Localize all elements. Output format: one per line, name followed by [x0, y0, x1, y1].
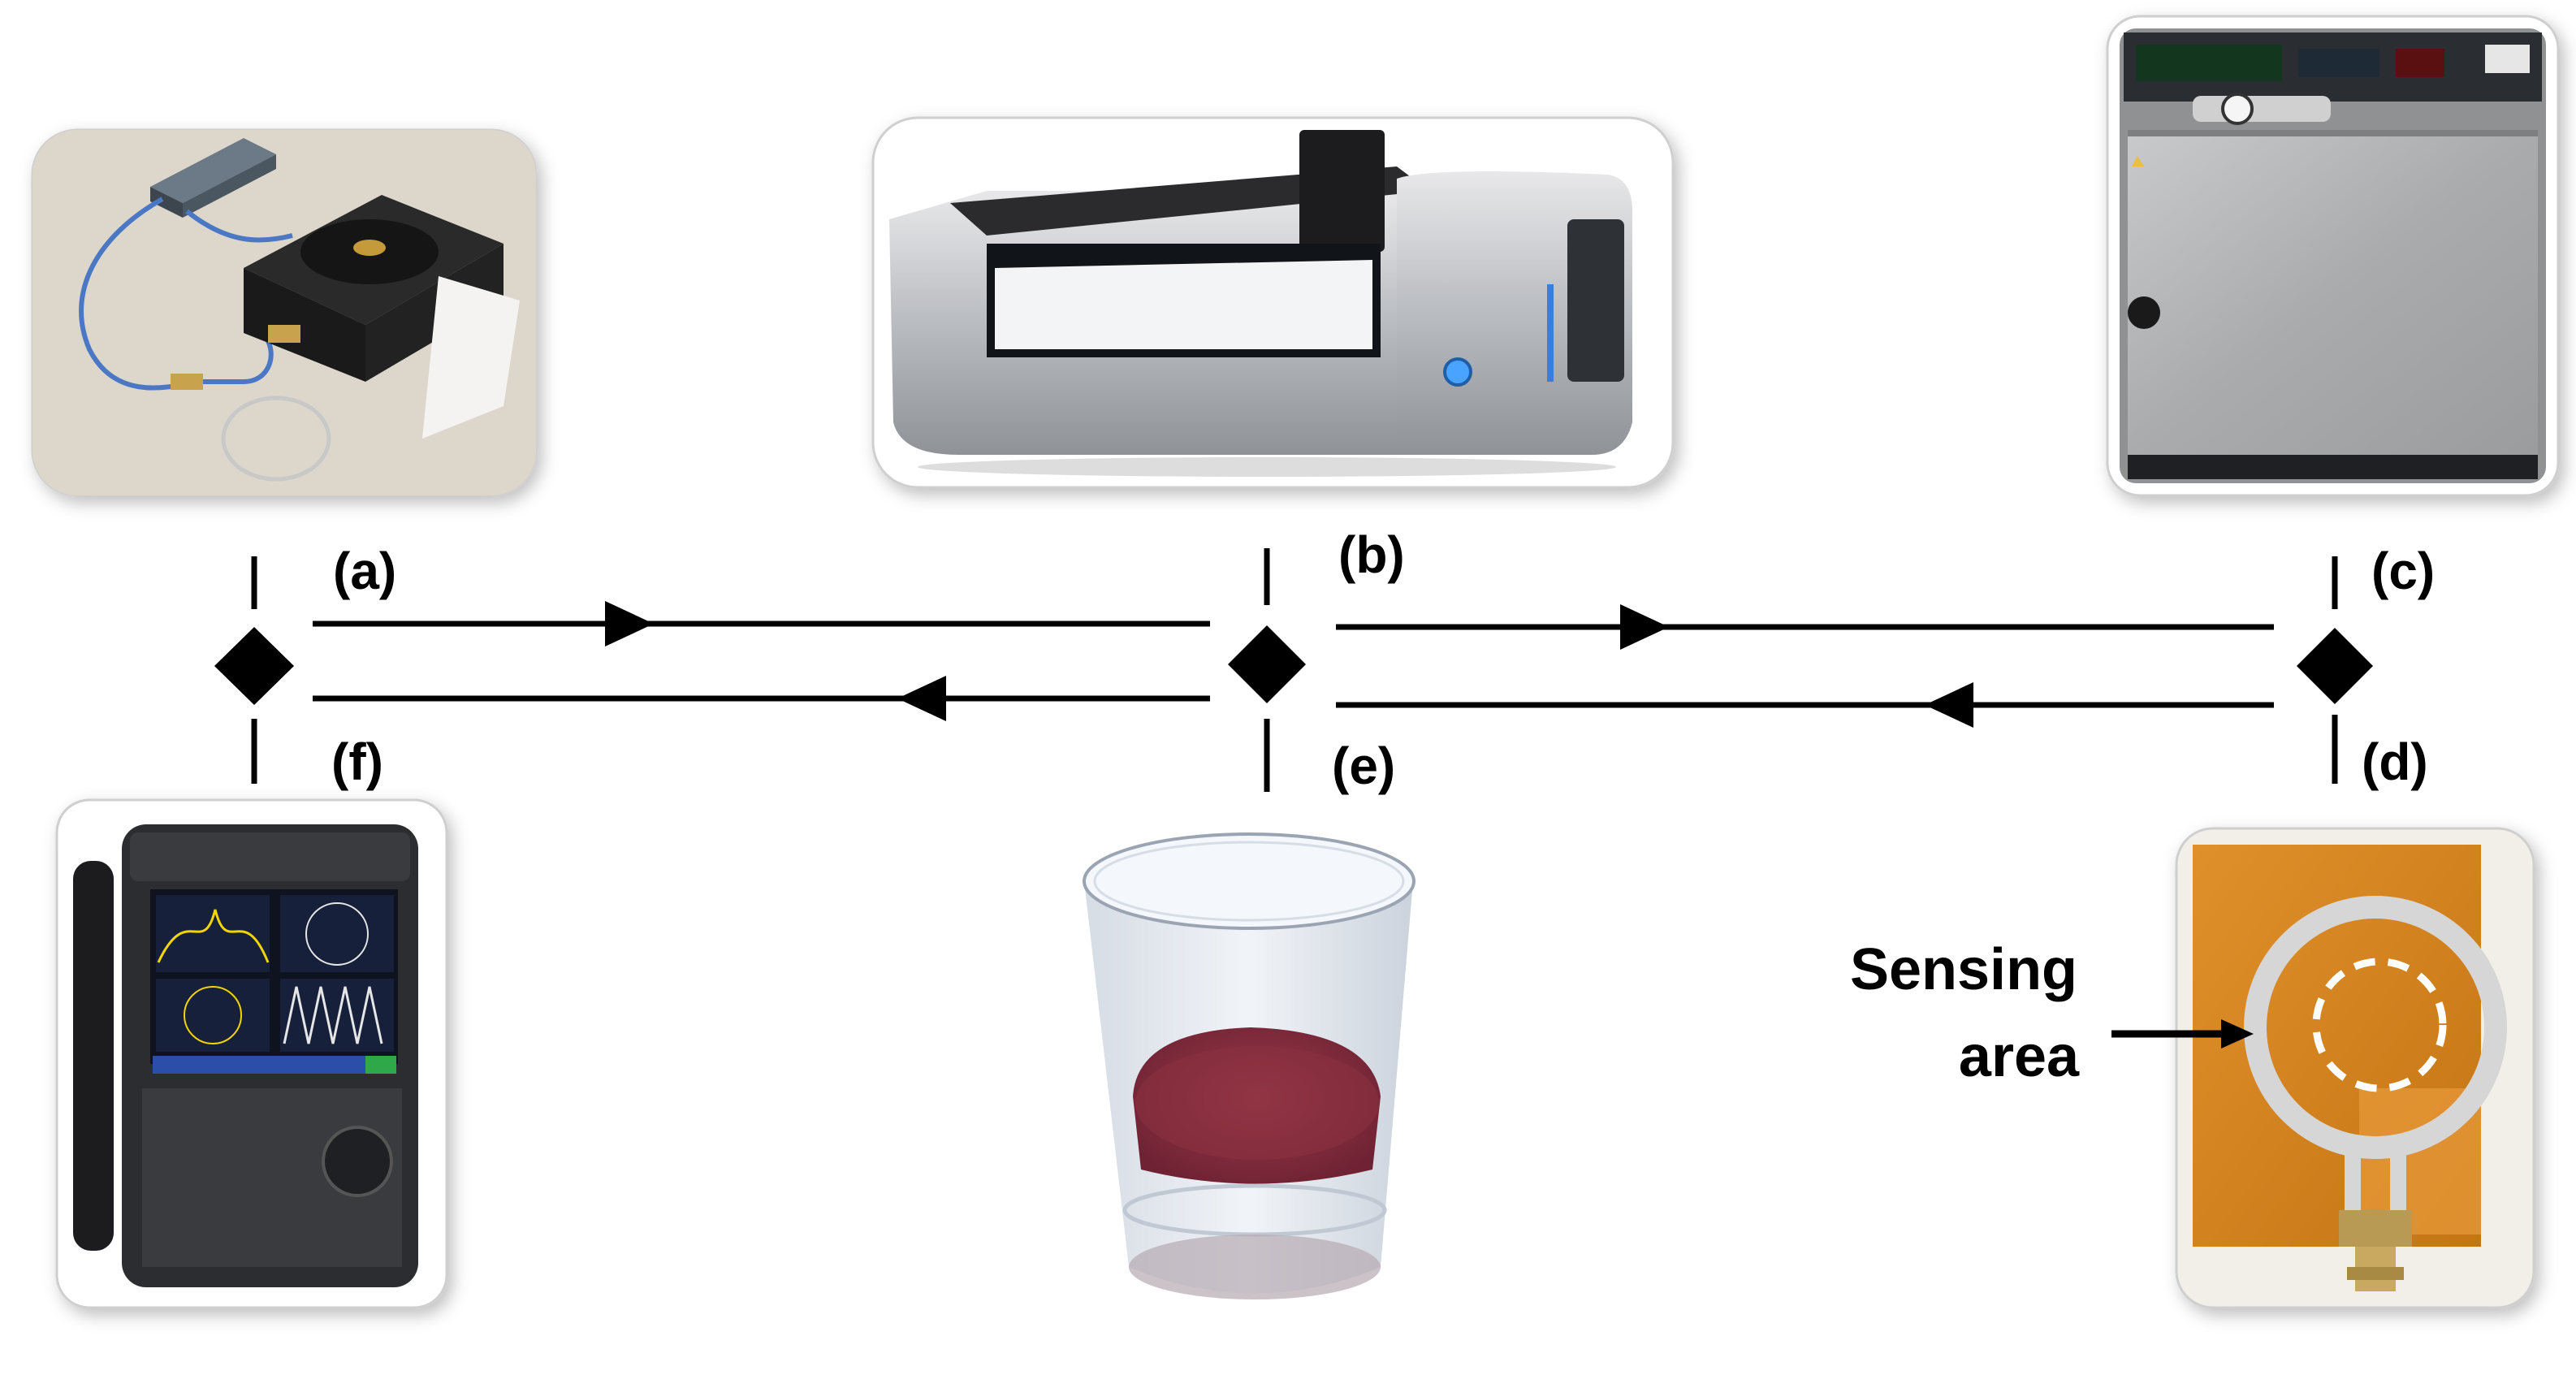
- panel-f-network-analyzer-photo: [55, 798, 448, 1309]
- flow-nodes: [214, 625, 2373, 705]
- arrow-right-top-right: [1620, 604, 1669, 650]
- node-left-diamond: [214, 627, 294, 705]
- flow-connectors: [251, 548, 2338, 792]
- panel-c-incubator-oven-photo: [2106, 15, 2560, 497]
- arrow-right-top-left: [605, 601, 654, 646]
- arrow-left-bottom-right: [1925, 682, 1973, 728]
- sensing-area-pointer: [2111, 1019, 2254, 1049]
- sensing-area-label-line2: area: [1959, 1024, 2080, 1089]
- arrow-left-bottom-left: [897, 676, 946, 721]
- label-e: (e): [1332, 737, 1395, 795]
- node-right-diamond: [2297, 628, 2373, 704]
- panel-d-ring-resonator-sensor-photo: [2175, 827, 2535, 1309]
- panel-e-tissue-sample-cup-photo: [1083, 832, 1416, 1299]
- label-c: (c): [2371, 542, 2435, 600]
- label-b: (b): [1338, 525, 1405, 584]
- sensing-area-circle: [2312, 958, 2447, 1092]
- label-f: (f): [331, 733, 383, 791]
- flow-arrowheads: [605, 601, 1973, 728]
- sensing-area-label-line1: Sensing: [1850, 937, 2077, 1002]
- panel-b-bioprinter-photo: [871, 116, 1675, 489]
- label-d: (d): [2362, 733, 2428, 791]
- label-a: (a): [333, 542, 396, 600]
- node-middle-diamond: [1228, 625, 1306, 703]
- panel-a-sensor-fixture-photo: [31, 128, 538, 497]
